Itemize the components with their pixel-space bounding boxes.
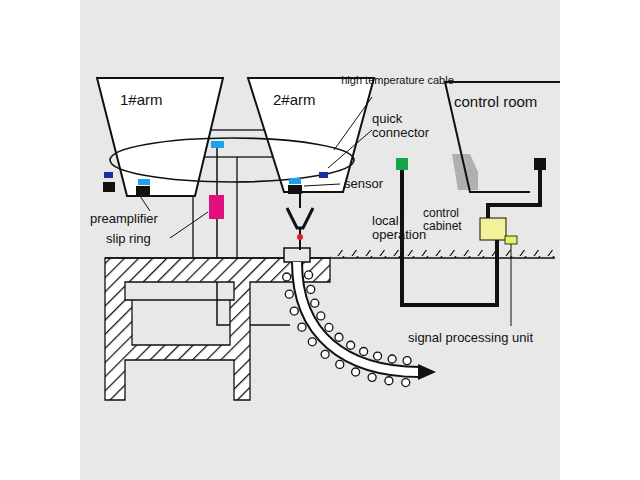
roller [335,333,343,341]
room-cable [488,168,540,222]
roller-group [283,271,411,387]
control-cabinet [480,218,506,240]
stream-mark [297,234,303,240]
leader-line [170,212,208,238]
roller [385,377,393,385]
roller [308,338,316,346]
panel-ground [80,0,560,480]
roller [374,352,382,360]
part-label: quick connector [372,112,447,139]
ladle-arm: 2#arm [247,77,375,193]
quick-connector [104,172,113,178]
local-operation-box [396,158,408,170]
roller [402,379,410,387]
part-label: signal processing unit [408,331,568,345]
node-title: 2#arm [273,91,316,108]
part-label: sensor [344,177,404,191]
roller [368,373,376,381]
roller [307,285,315,293]
roller [352,368,360,376]
ladle-arm: 1#arm [96,77,224,197]
leader-line [140,196,150,211]
roller [317,312,325,320]
roller [311,299,319,307]
part-label: control cabinet [423,207,479,232]
roller [298,323,306,331]
part-label: slip ring [106,232,176,246]
leader-line [511,244,512,326]
strand-arrow [418,364,436,380]
shroud [299,192,301,208]
part-label: high temperature cable [340,75,455,87]
node-shape [248,78,374,192]
room-terminal [534,158,546,170]
ground-hatch [330,250,555,258]
leader-line [403,172,404,211]
roller [305,271,313,279]
roller [283,273,291,281]
roller [325,323,333,331]
roller [360,348,368,356]
part-label: preamplifier [90,212,190,226]
roller [347,341,355,349]
roller [321,350,329,358]
mould [284,248,310,262]
node-shape [445,82,560,192]
node-shape [97,78,223,196]
tundish [287,208,313,228]
slip-ring [209,195,224,219]
control-room: control room [444,81,562,194]
preamplifier-body [103,182,115,192]
roller [285,290,293,298]
roller [403,357,411,365]
roller [290,307,298,315]
node-title: 1#arm [120,91,163,108]
signal-processing-unit [505,236,517,244]
roller [388,355,396,363]
turret-column [236,157,237,258]
quick-connector [211,141,224,148]
node-title: control room [454,93,537,110]
roller [336,360,344,368]
